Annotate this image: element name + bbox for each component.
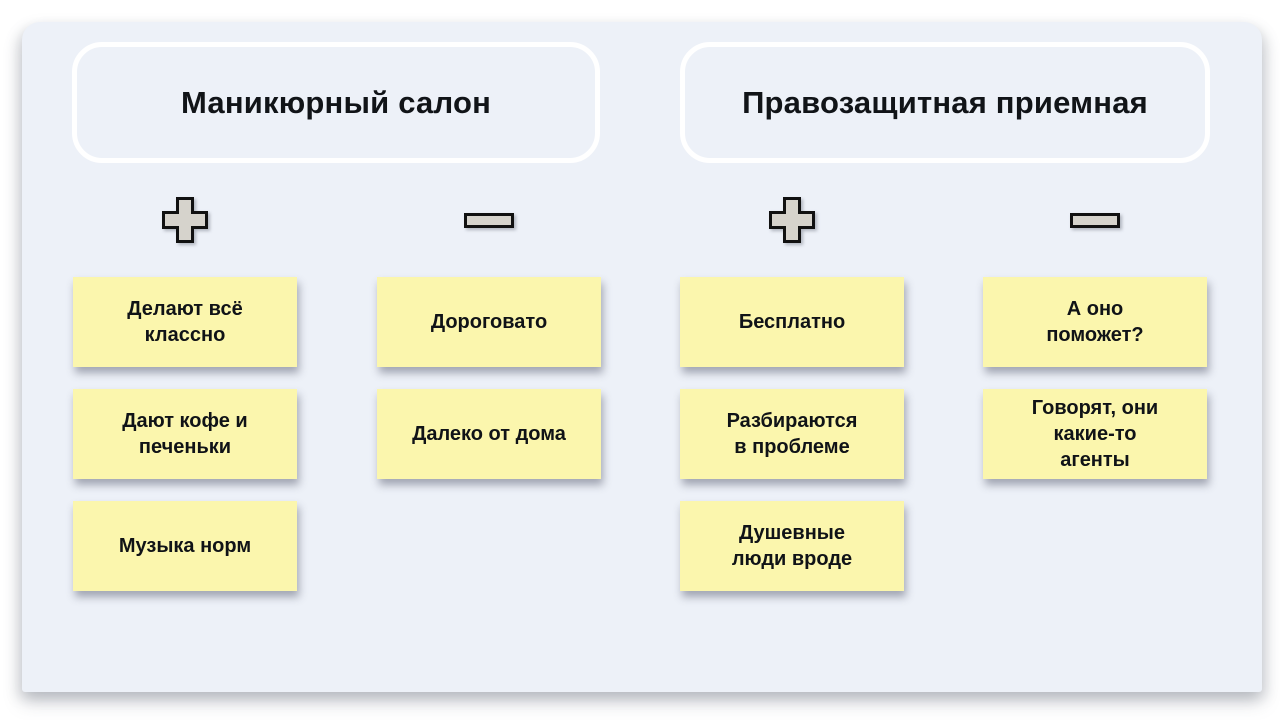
sticky-note: Душевные люди вроде (680, 501, 904, 591)
column-manicure-pros: Делают всё классно Дают кофе и печеньки … (73, 197, 297, 591)
notes-list: Дороговато Далеко от дома (377, 277, 601, 479)
sticky-note: Дают кофе и печеньки (73, 389, 297, 479)
sticky-note: А оно поможет? (983, 277, 1207, 367)
section-title: Правозащитная приемная (742, 84, 1148, 120)
board-card: Маникюрный салон Правозащитная приемная … (22, 22, 1262, 692)
sticky-note: Разбираются в проблеме (680, 389, 904, 479)
sticky-note: Музыка норм (73, 501, 297, 591)
column-legal-aid-pros: Бесплатно Разбираются в проблеме Душевны… (680, 197, 904, 591)
sticky-note: Далеко от дома (377, 389, 601, 479)
sticky-note: Делают всё классно (73, 277, 297, 367)
plus-icon (162, 197, 208, 243)
column-manicure-cons: Дороговато Далеко от дома (377, 197, 601, 479)
section-title: Маникюрный салон (180, 84, 492, 120)
plus-icon (769, 197, 815, 243)
notes-list: Делают всё классно Дают кофе и печеньки … (73, 277, 297, 591)
section-header-manicure: Маникюрный салон (72, 42, 600, 163)
column-legal-aid-cons: А оно поможет? Говорят, они какие-то аге… (983, 197, 1207, 479)
sticky-note: Бесплатно (680, 277, 904, 367)
minus-icon (464, 197, 514, 243)
section-header-legal-aid: Правозащитная приемная (680, 42, 1210, 163)
sticky-note: Говорят, они какие-то агенты (983, 389, 1207, 479)
notes-list: А оно поможет? Говорят, они какие-то аге… (983, 277, 1207, 479)
sticky-note: Дороговато (377, 277, 601, 367)
minus-icon (1070, 197, 1120, 243)
notes-list: Бесплатно Разбираются в проблеме Душевны… (680, 277, 904, 591)
